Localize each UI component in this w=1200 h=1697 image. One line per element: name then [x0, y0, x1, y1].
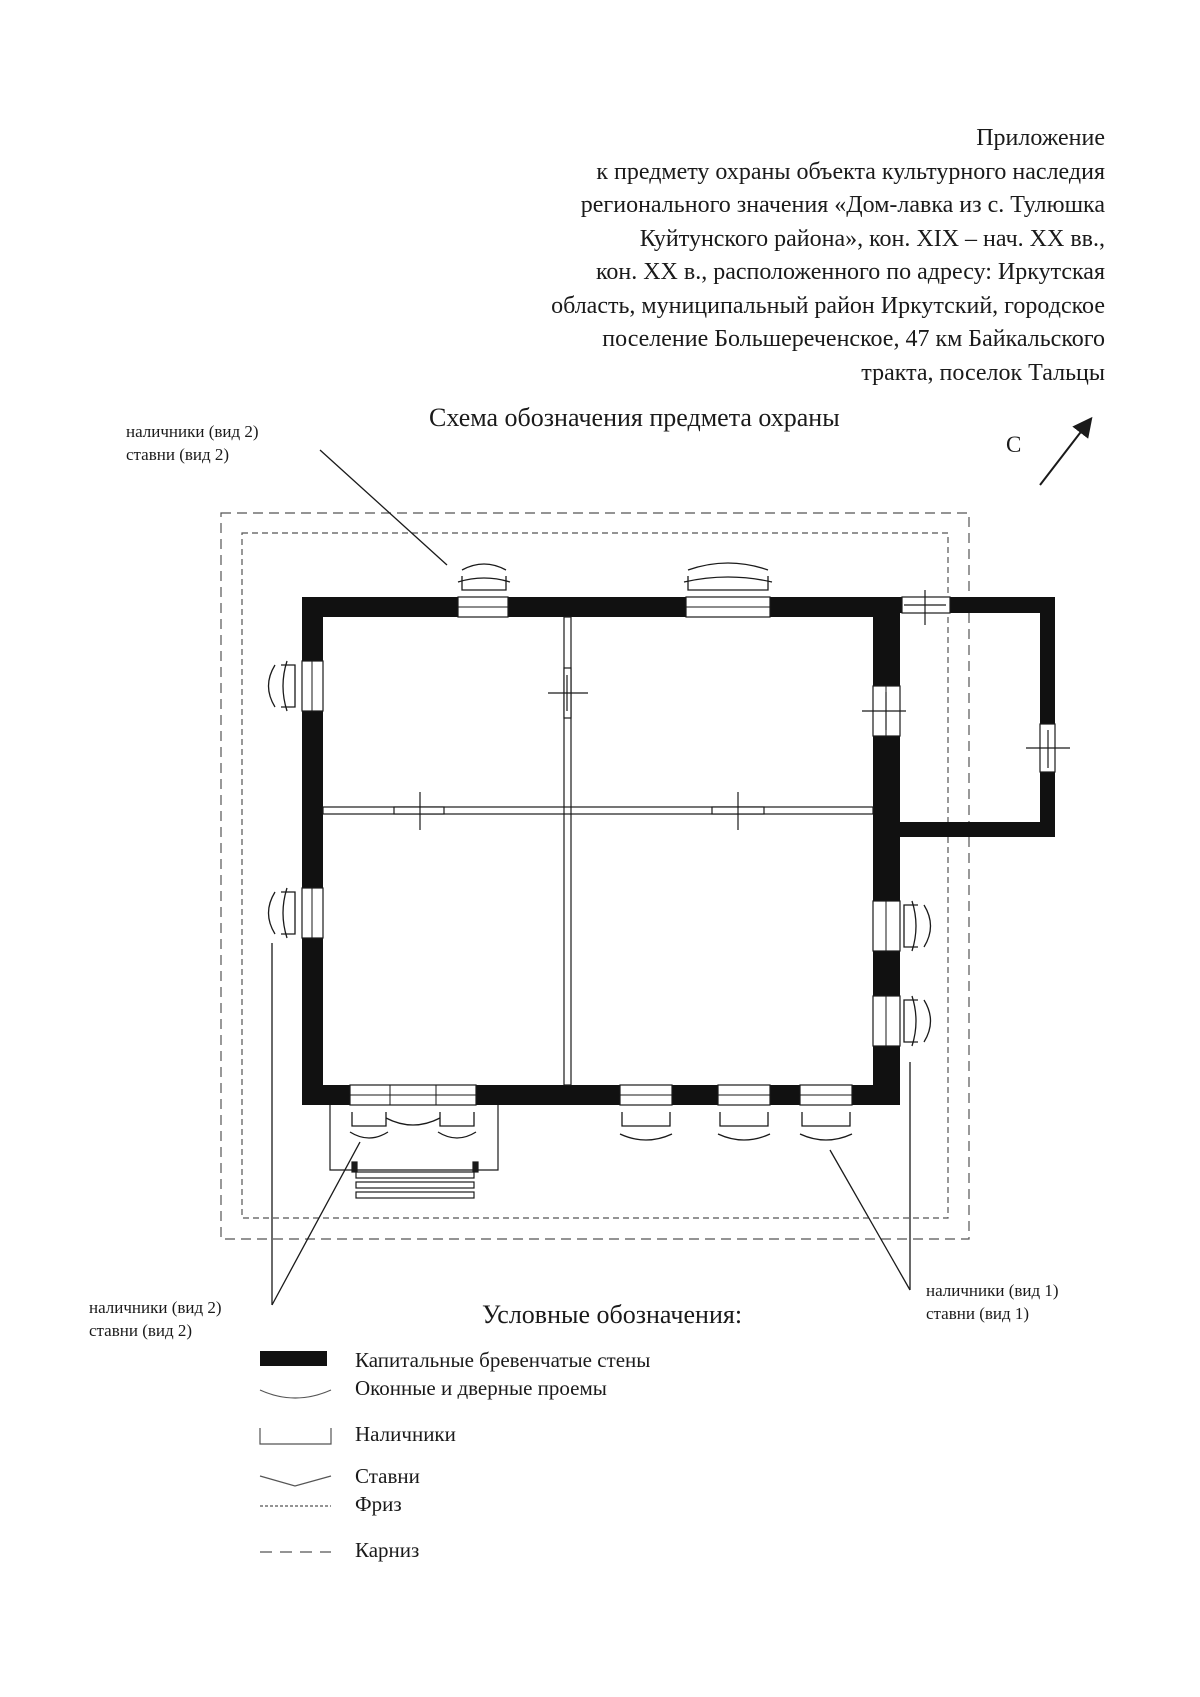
north-arrow-icon — [1039, 416, 1093, 486]
door-marks — [393, 590, 1070, 830]
legend-cornice-symbol — [260, 1551, 331, 1553]
capital-walls — [302, 597, 1055, 1105]
header-line: кон. XX в., расположенного по адресу: Ир… — [595, 259, 1105, 285]
legend-item-frieze: Фриз — [355, 1492, 402, 1516]
header-line: поселение Большереченское, 47 км Байкаль… — [602, 326, 1105, 352]
callout-label: ставни (вид 1) — [926, 1304, 1030, 1323]
header-line: Куйтунского района», кон. XIX – нач. XX … — [639, 225, 1105, 252]
callout-label: наличники (вид 1) — [926, 1281, 1059, 1300]
porch-steps — [329, 1105, 499, 1199]
legend-frieze-symbol — [260, 1505, 331, 1507]
cornice-outline — [220, 512, 970, 1240]
callout-label: наличники (вид 2) — [126, 422, 259, 441]
legend-item-cornice: Карниз — [355, 1538, 420, 1562]
legend-wall-symbol — [260, 1351, 327, 1366]
callout-bottom-right: наличники (вид 1) ставни (вид 1) — [926, 1279, 1059, 1325]
header-line: Приложение — [976, 125, 1105, 151]
callout-label: ставни (вид 2) — [126, 445, 230, 464]
window-openings — [301, 596, 1056, 1106]
legend-item-shutters: Ставни — [355, 1464, 420, 1488]
header-line: тракта, поселок Тальцы — [861, 359, 1105, 386]
callout-top-left: наличники (вид 2) ставни (вид 2) — [126, 420, 259, 466]
header-line: область, муниципальный район Иркутский, … — [551, 292, 1105, 319]
legend-nalichnik-symbol — [259, 1428, 332, 1445]
shutter-symbols — [267, 562, 932, 1141]
legend-opening-symbol — [259, 1389, 332, 1399]
legend-shutter-symbol — [259, 1475, 332, 1487]
legend-item-nalichniki: Наличники — [355, 1422, 456, 1446]
header-line: к предмету охраны объекта культурного на… — [596, 158, 1105, 185]
callout-label: ставни (вид 2) — [89, 1321, 193, 1340]
legend-title: Условные обозначения: — [482, 1300, 743, 1329]
header-line: регионального значения «Дом-лавка из с. … — [580, 192, 1105, 218]
callout-bottom-left: наличники (вид 2) ставни (вид 2) — [89, 1296, 222, 1342]
leader-lines — [271, 449, 911, 1306]
appendix-header: Приложение к предмету охраны объекта кул… — [405, 122, 1105, 390]
north-label: С — [1006, 432, 1022, 457]
window-sash-lines — [311, 606, 887, 1105]
scheme-title: Схема обозначения предмета охраны — [429, 403, 840, 432]
callout-label: наличники (вид 2) — [89, 1298, 222, 1317]
legend-item-walls: Капитальные бревенчатые стены — [355, 1348, 651, 1372]
legend-item-openings: Оконные и дверные проемы — [355, 1376, 607, 1400]
frieze-outline — [241, 532, 949, 1219]
interior-partitions — [322, 616, 874, 1086]
